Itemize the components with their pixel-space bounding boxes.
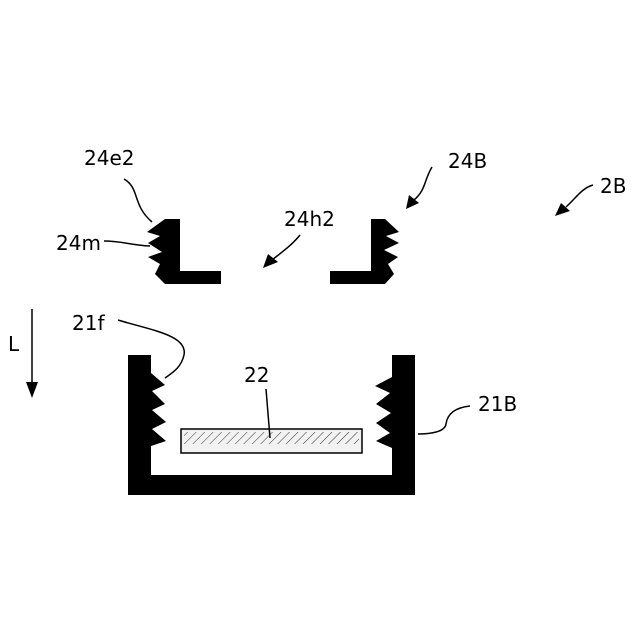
container-body (128, 355, 415, 495)
leader-21B (418, 406, 470, 434)
label-22: 22 (244, 363, 269, 387)
leader-21f (118, 320, 184, 378)
left-lid-part (147, 219, 221, 284)
arrow-24B (414, 167, 432, 200)
label-24h2: 24h2 (284, 207, 335, 231)
label-L: L (8, 332, 20, 356)
label-24B: 24B (448, 149, 487, 173)
label-24e2: 24e2 (84, 146, 134, 170)
arrow-24h2 (272, 235, 300, 260)
label-21f: 21f (72, 311, 105, 335)
arrow-2B (566, 185, 593, 207)
leader-24e2 (124, 179, 152, 222)
element-22-hatch (184, 432, 359, 444)
label-2B: 2B (600, 174, 626, 198)
right-lid-part (330, 219, 399, 284)
leader-24m (104, 241, 150, 246)
direction-arrow-head (26, 382, 38, 398)
label-21B: 21B (478, 392, 517, 416)
label-24m: 24m (56, 231, 101, 255)
